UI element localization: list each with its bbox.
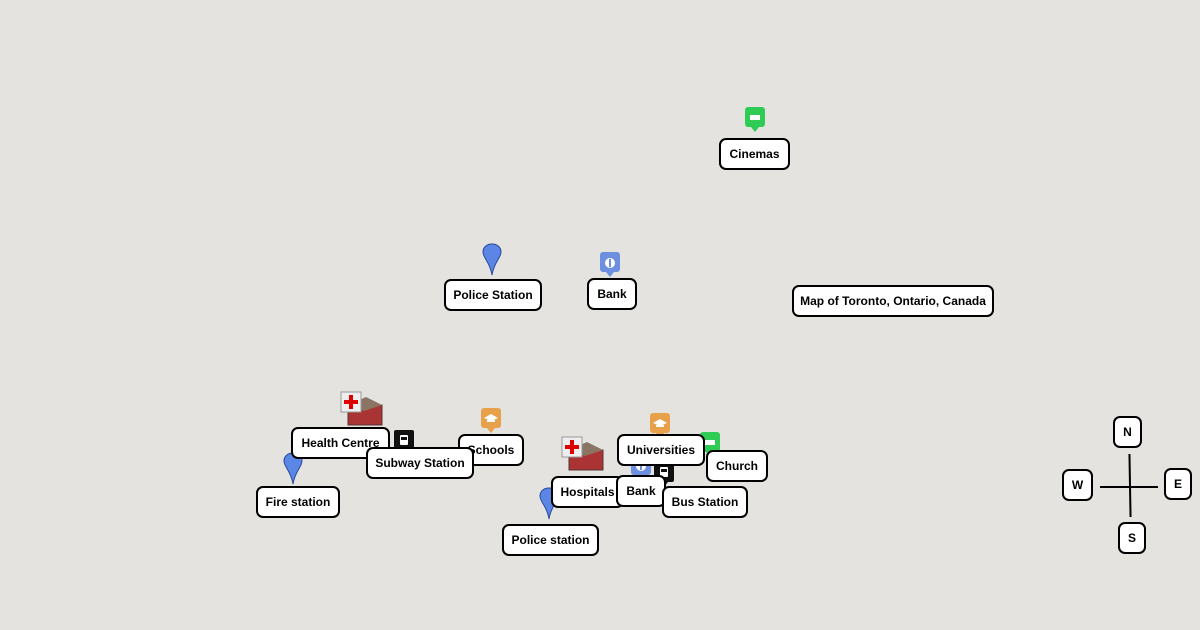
label-police-station-north[interactable]: Police Station	[444, 279, 542, 311]
label-police-station-south[interactable]: Police station	[502, 524, 599, 556]
label-fire-station[interactable]: Fire station	[256, 486, 340, 518]
hospital-icon[interactable]	[561, 436, 607, 474]
school-icon[interactable]	[481, 408, 501, 433]
label-hospitals[interactable]: Hospitals	[551, 476, 624, 508]
label-church[interactable]: Church	[706, 450, 768, 482]
map-title: Map of Toronto, Ontario, Canada	[792, 285, 994, 317]
bank-icon[interactable]	[600, 252, 620, 277]
label-bus-station[interactable]: Bus Station	[662, 486, 748, 518]
label-cinemas[interactable]: Cinemas	[719, 138, 790, 170]
compass-horizontal-line	[1100, 486, 1158, 488]
cinema-icon[interactable]	[745, 107, 765, 132]
label-bank-south[interactable]: Bank	[616, 475, 666, 507]
label-universities[interactable]: Universities	[617, 434, 705, 466]
label-subway-station[interactable]: Subway Station	[366, 447, 474, 479]
compass-west-button[interactable]: W	[1062, 469, 1093, 501]
map-pin-icon[interactable]	[481, 243, 503, 276]
compass-east-button[interactable]: E	[1164, 468, 1192, 500]
label-bank-north[interactable]: Bank	[587, 278, 637, 310]
hospital-icon[interactable]	[340, 391, 386, 429]
compass-south-button[interactable]: S	[1118, 522, 1146, 554]
compass-north-button[interactable]: N	[1113, 416, 1142, 448]
